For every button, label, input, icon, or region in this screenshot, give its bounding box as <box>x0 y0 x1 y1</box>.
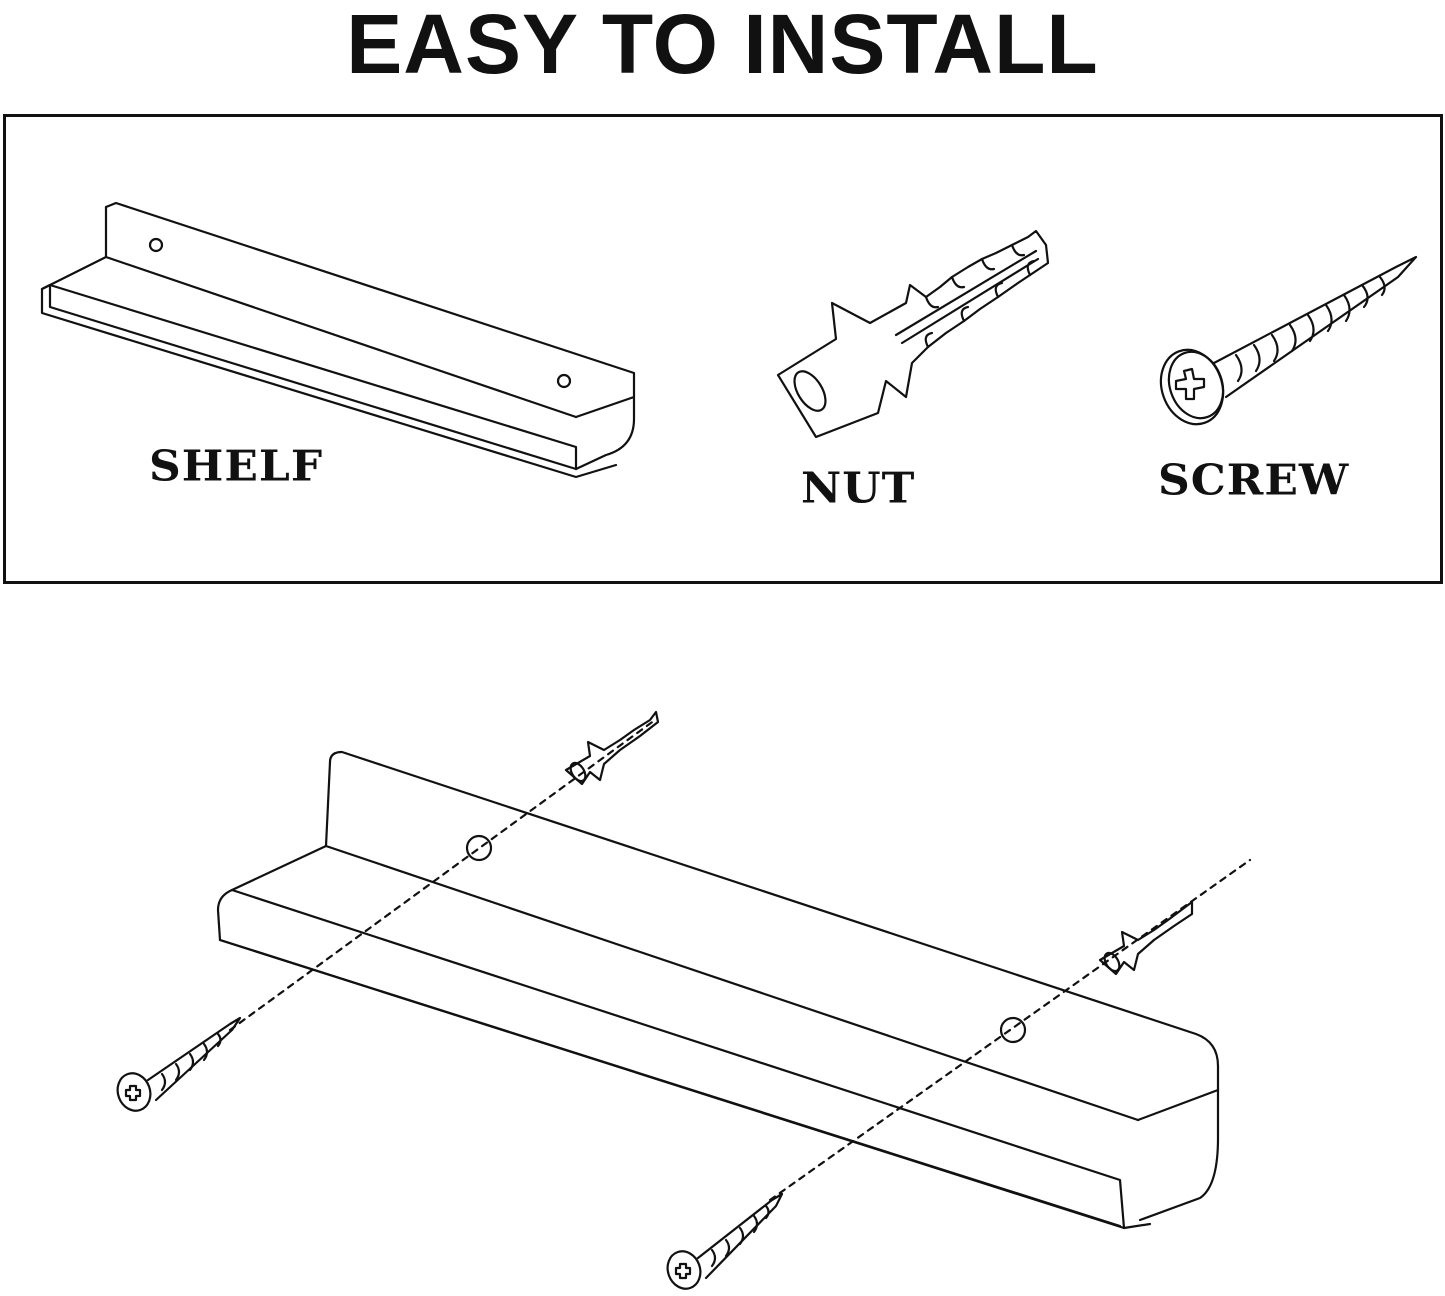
wall-anchor-left-icon <box>564 710 660 786</box>
shelf-icon <box>40 201 636 479</box>
parts-drawings <box>40 201 1418 479</box>
shelf-label: SHELF <box>149 442 324 491</box>
installed-shelf-icon <box>216 750 1220 1230</box>
wall-anchor-icon <box>776 229 1050 439</box>
screw-right-icon <box>666 1192 784 1290</box>
nut-label: NUT <box>801 464 916 513</box>
alignment-lines <box>228 718 1252 1202</box>
screw-label: SCREW <box>1158 456 1350 505</box>
screw-icon <box>1159 255 1418 426</box>
screw-left-icon <box>116 1016 242 1112</box>
wall-anchor-right-icon <box>1098 900 1194 976</box>
page-title: EASY TO INSTALL <box>346 0 1099 91</box>
parts-panel: SHELF NUT SCREW <box>3 114 1443 584</box>
